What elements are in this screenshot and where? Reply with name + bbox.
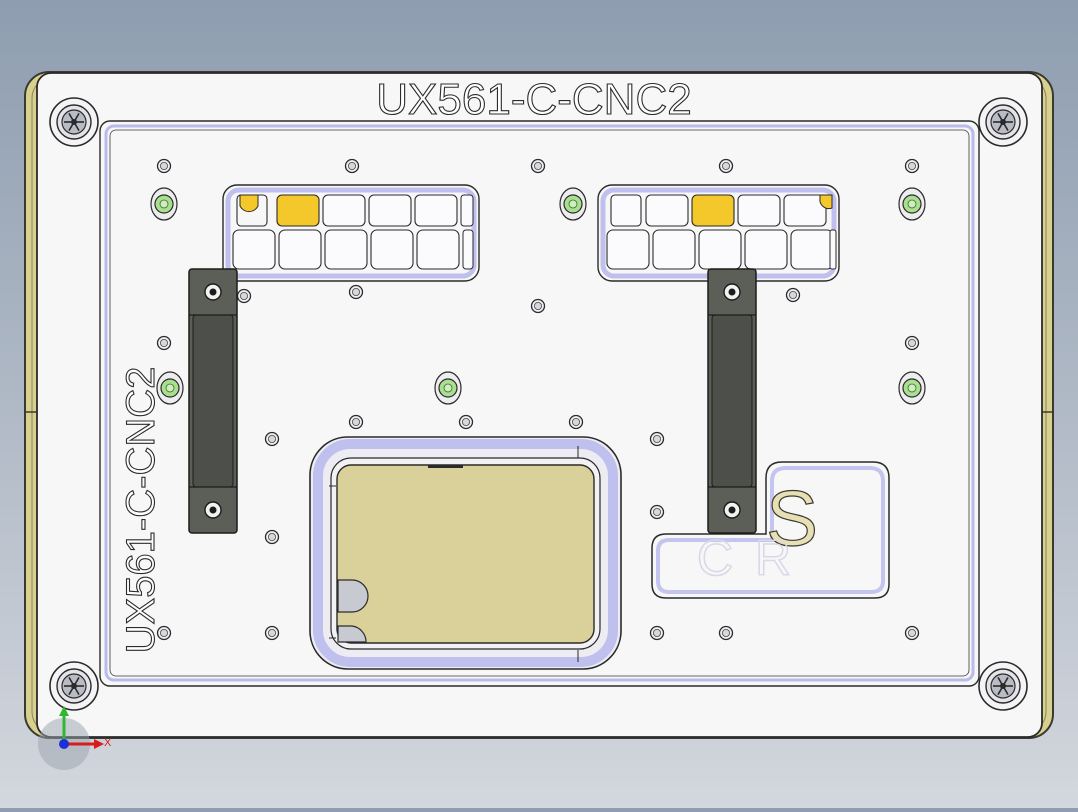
hole-icon: [904, 335, 920, 351]
grid-cell: [324, 229, 368, 270]
hole-icon: [348, 284, 364, 300]
grid-cell: [790, 229, 834, 270]
grid-cell: [698, 229, 742, 270]
hole-icon: [649, 625, 665, 641]
slot-lower: [337, 625, 367, 643]
hole-icon: [344, 158, 360, 174]
grid-cell: [276, 194, 320, 227]
hole-icon: [458, 414, 474, 430]
hole-icon: [264, 431, 280, 447]
corner-screw-icon: [49, 97, 99, 147]
hole-icon: [156, 335, 172, 351]
hole-icon: [568, 414, 584, 430]
engraving-top: UX561-C-CNC2: [376, 75, 691, 124]
grid-cell: [322, 194, 366, 227]
locating-pins: [150, 187, 926, 405]
slot-upper: [337, 579, 369, 613]
logo-pocket: S C R: [651, 461, 890, 599]
hole-icon: [904, 158, 920, 174]
svg-text:C: C: [697, 530, 733, 586]
center-pocket: [309, 436, 622, 670]
grid-pocket-left: [222, 184, 480, 282]
corner-screws: [49, 97, 1028, 711]
hole-icon: [348, 414, 364, 430]
axis-triad-icon: X: [38, 706, 112, 770]
hole-icon: [785, 287, 801, 303]
grid-cell: [368, 194, 412, 227]
hole-icon: [264, 625, 280, 641]
grid-cell: [370, 229, 414, 270]
locating-pin-icon: [559, 187, 587, 221]
grid-notch: [819, 194, 833, 210]
grid-cell: [737, 194, 781, 227]
grid-notch: [239, 194, 259, 213]
grid-cell: [783, 194, 827, 227]
clamp-bars: [188, 268, 757, 534]
grid-cell: [278, 229, 322, 270]
hole-icon: [264, 529, 280, 545]
grid-cell: [652, 229, 696, 270]
grid-cell: [744, 229, 788, 270]
locating-pin-icon: [434, 371, 462, 405]
hole-icon: [718, 625, 734, 641]
locating-pin-icon: [150, 187, 178, 221]
hole-icon: [649, 504, 665, 520]
hole-icon: [649, 431, 665, 447]
locating-pin-icon: [156, 371, 184, 405]
hole-icon: [530, 158, 546, 174]
axis-x-label: X: [104, 737, 112, 749]
grid-cell: [414, 194, 458, 227]
grid-pocket-right: [597, 184, 840, 282]
locating-pin-icon: [898, 371, 926, 405]
hole-icon: [156, 158, 172, 174]
grid-cell: [606, 229, 650, 270]
grid-cell: [416, 229, 460, 270]
grid-cell: [645, 194, 689, 227]
corner-screw-icon: [978, 661, 1028, 711]
corner-screw-icon: [978, 97, 1028, 147]
clamp-bar-icon: [188, 268, 238, 534]
locating-pin-icon: [898, 187, 926, 221]
center-pad: [336, 464, 595, 644]
clamp-bar-icon: [707, 268, 757, 534]
hole-icon: [904, 625, 920, 641]
svg-text:R: R: [755, 530, 791, 586]
grid-cell: [691, 194, 735, 227]
corner-screw-icon: [49, 661, 99, 711]
hole-icon: [718, 158, 734, 174]
grid-cell: [232, 229, 276, 270]
hole-icon: [236, 288, 252, 304]
holes: [156, 158, 920, 641]
logo-letter: S: [766, 474, 818, 562]
hole-icon: [530, 298, 546, 314]
hole-icon: [156, 625, 172, 641]
engraving-left: UX561-C-CNC2: [119, 367, 163, 654]
